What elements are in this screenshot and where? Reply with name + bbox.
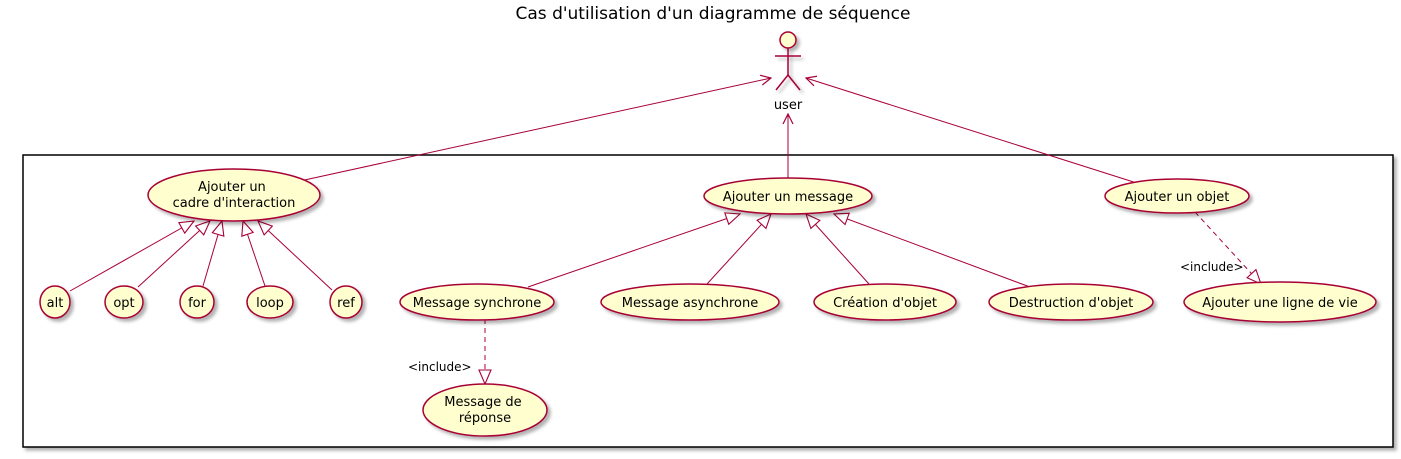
usecase-label-loop: loop [256, 296, 284, 311]
gen-ref-cadre [258, 221, 333, 291]
use-cases [39, 168, 1377, 437]
actor-label: user [774, 98, 803, 113]
usecase-label-opt: opt [113, 296, 134, 311]
usecase-message-de-reponse[interactable] [422, 383, 548, 437]
gen-alt-cadre [69, 221, 194, 292]
usecase-ajouter-message[interactable] [703, 177, 873, 215]
usecase-label-destruction: Destruction d'objet [1009, 296, 1133, 311]
usecase-destruction-objet[interactable] [988, 283, 1154, 321]
usecase-ajouter-objet[interactable] [1104, 178, 1250, 214]
usecase-loop[interactable] [246, 285, 294, 319]
usecase-label-ligne-de-vie: Ajouter une ligne de vie [1202, 296, 1357, 311]
usecase-for[interactable] [179, 285, 215, 319]
usecase-alt[interactable] [39, 285, 71, 319]
usecase-message-asynchrone[interactable] [600, 283, 780, 321]
usecase-label-cadre-line1: Ajouter un [198, 180, 266, 195]
usecase-label-message: Ajouter un message [723, 190, 853, 205]
connectors [69, 78, 1261, 384]
usecase-label-objet: Ajouter un objet [1125, 190, 1230, 205]
usecase-opt[interactable] [104, 285, 144, 319]
include-label-objet: <include> [1180, 260, 1244, 274]
usecase-creation-objet[interactable] [813, 283, 957, 321]
usecase-ajouter-cadre[interactable] [147, 168, 321, 222]
usecase-label-asynchrone: Message asynchrone [622, 296, 758, 311]
usecase-label-synchrone: Message synchrone [413, 296, 541, 311]
gen-opt-cadre [137, 221, 210, 288]
actor-head [779, 31, 797, 49]
diagram-title: Cas d'utilisation d'un diagramme de séqu… [516, 4, 911, 24]
assoc-objet-user [806, 78, 1144, 186]
usecase-label-alt: alt [47, 296, 64, 311]
assoc-cadre-user [299, 78, 771, 182]
usecase-message-synchrone[interactable] [399, 283, 555, 321]
usecase-label-cadre: Ajouter un cadre d'interaction [173, 180, 296, 211]
usecase-ajouter-ligne-de-vie[interactable] [1183, 281, 1377, 323]
usecase-label-reponse: Message de réponse [444, 395, 526, 426]
include-objet-ligne [1194, 211, 1261, 284]
usecase-label-cadre-line2: cadre d'interaction [173, 196, 296, 211]
usecase-label-reponse-line2: réponse [459, 411, 511, 426]
gen-loop-cadre [243, 221, 266, 287]
usecase-label-for: for [188, 296, 207, 311]
usecase-ref[interactable] [329, 285, 363, 319]
gen-asynchrone-message [706, 214, 771, 285]
gen-creation-message [806, 214, 870, 285]
usecase-label-creation: Création d'objet [833, 296, 937, 311]
actor-user [775, 31, 801, 91]
gen-destruction-message [834, 214, 1031, 288]
usecase-label-ref: ref [337, 296, 355, 311]
gen-for-cadre [202, 221, 222, 287]
include-label-synchrone: <include> [408, 360, 472, 374]
usecase-label-reponse-line1: Message de [444, 395, 521, 410]
gen-synchrone-message [527, 214, 740, 288]
